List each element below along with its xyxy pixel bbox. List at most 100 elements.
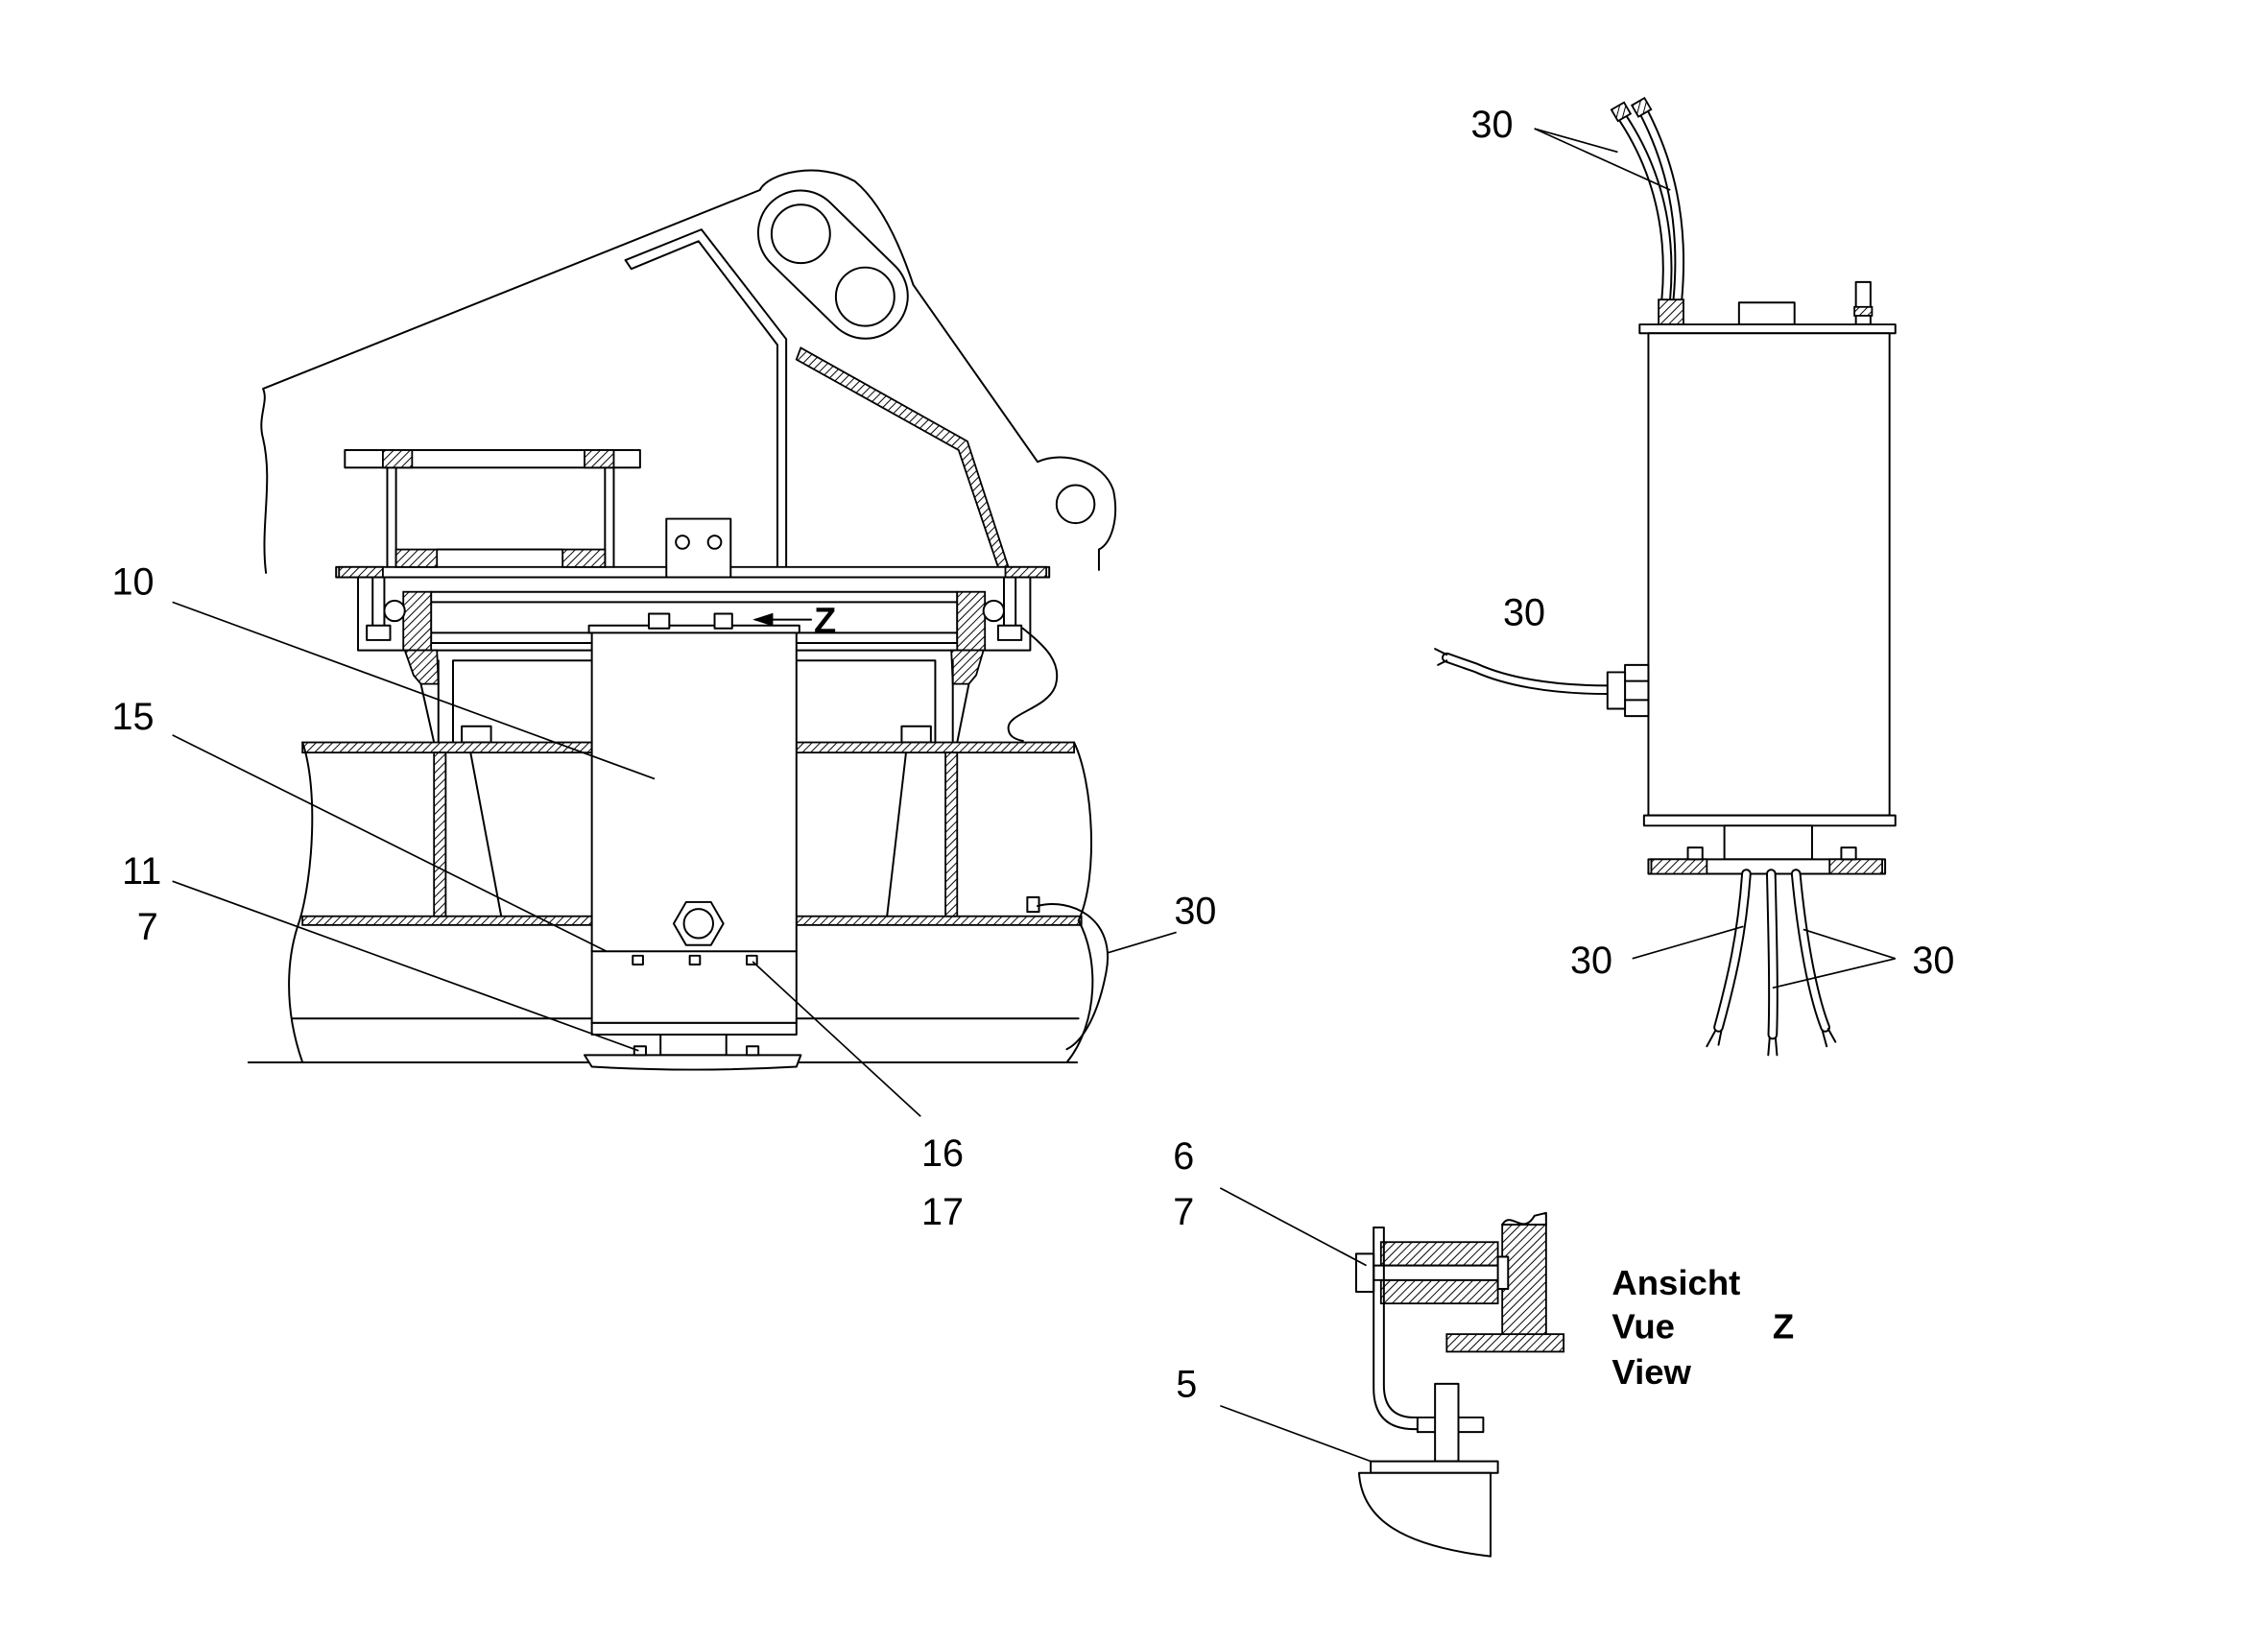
leader-bottom-right-30-a <box>1772 958 1896 989</box>
callout-6: 6 <box>1173 1135 1194 1178</box>
leader-6-7 <box>1219 1187 1367 1267</box>
rotary-joint-shaft <box>659 1034 728 1057</box>
side-top-plate <box>1638 323 1897 335</box>
frame-web-right <box>944 751 959 917</box>
bracket-bolt-left <box>675 535 690 550</box>
side-cable-wires <box>1434 648 1448 666</box>
callout-30: 30 <box>1174 890 1216 932</box>
frame-web-left <box>433 751 447 917</box>
detail-bolt-head <box>1354 1252 1375 1293</box>
callout-16: 16 <box>921 1132 964 1175</box>
top-flange <box>344 449 641 469</box>
detail-view-z: 6 7 5 Ansicht Vue Z View <box>1173 1135 1794 1558</box>
frame-mid-band-left <box>301 915 593 926</box>
side-body <box>1647 332 1891 817</box>
detail-spacer-upper <box>1379 1241 1499 1267</box>
top-screw-right <box>713 612 733 630</box>
view-title-english: View <box>1611 1352 1691 1392</box>
view-title-german: Ansicht <box>1611 1263 1740 1302</box>
top-right-fitting <box>1854 280 1872 326</box>
frame-top-band-left <box>301 741 593 754</box>
bottom-cable-wires <box>1706 1027 1837 1057</box>
side-bottom-plate <box>1642 814 1897 827</box>
side-flange-bolt-left <box>1686 846 1704 861</box>
detail-bracket-outer <box>1373 1227 1423 1431</box>
side-flange-section-left <box>1650 858 1708 875</box>
callout-5: 5 <box>1176 1364 1197 1406</box>
mounting-bracket <box>665 517 732 579</box>
box-block-right <box>561 548 607 568</box>
lower-ring-section-right <box>950 649 985 685</box>
detail-bracket-inner <box>1373 1227 1423 1418</box>
boom-eye-slot <box>756 189 909 340</box>
callout-bottom-right-30: 30 <box>1912 940 1954 982</box>
side-flange-bolt-right <box>1840 846 1857 861</box>
detail-base-plate <box>1370 1460 1499 1474</box>
hex-nut-bore <box>682 908 714 940</box>
box-block-left <box>394 548 439 568</box>
ring-side-cable <box>1007 627 1059 742</box>
superstructure-outline <box>260 169 1117 574</box>
boom-pin-hole-lower <box>834 266 895 327</box>
frame-lug-right <box>900 725 932 744</box>
leader-line-16-17 <box>752 961 921 1117</box>
frame-top-band-right <box>795 741 1075 754</box>
top-cable-a-tip <box>1610 101 1633 123</box>
top-cable-connector <box>1658 298 1684 325</box>
ring-nut-right <box>996 624 1023 641</box>
ring-section-left <box>402 590 433 652</box>
main-assembly-view: Z 10 15 11 7 30 16 17 <box>112 169 1216 1233</box>
top-center-box <box>1737 301 1796 326</box>
side-connector-gland <box>1606 671 1627 710</box>
leader-5 <box>1220 1404 1372 1463</box>
inner-bent-plate-outer <box>624 228 788 568</box>
leader-bottom-right-30-b <box>1802 928 1897 960</box>
frame-left-break-edge <box>288 741 314 1063</box>
side-shaft <box>1723 824 1813 861</box>
leader-line-10 <box>172 601 656 780</box>
hex-nut <box>672 900 725 946</box>
callout-10: 10 <box>112 561 155 604</box>
ring-nut-left <box>366 624 392 641</box>
top-right-fitting-band <box>1853 305 1874 317</box>
leader-line-15 <box>172 734 608 952</box>
cable-30-loop <box>1037 903 1109 1051</box>
detail-bolt-nut <box>1496 1255 1510 1290</box>
bracket-bolt-right <box>706 535 723 550</box>
leader-top-30-b <box>1534 128 1671 191</box>
detail-spacer-lower <box>1379 1278 1499 1305</box>
callout-left-30: 30 <box>1503 592 1545 634</box>
base-plate-section-right <box>1004 565 1048 579</box>
lower-ring-section-left <box>403 649 440 685</box>
cylinder-pin-hole <box>1055 484 1096 525</box>
frame-lug-left <box>461 725 492 744</box>
view-letter: Z <box>1773 1307 1794 1346</box>
frame-mid-band-right <box>795 915 1083 926</box>
frame-right-break-edge <box>1065 741 1094 1063</box>
top-flange-section-right <box>584 449 615 469</box>
side-connector-nut <box>1624 663 1650 718</box>
view-z-arrow-head <box>752 612 774 627</box>
leader-bottom-left-30 <box>1632 925 1744 960</box>
ring-section-right <box>956 590 987 652</box>
frame-tapered-ribs <box>469 751 907 917</box>
screw-16-center <box>688 954 702 965</box>
top-cable-b-inner <box>1640 108 1683 303</box>
detail-bolt-shaft <box>1373 1264 1504 1281</box>
diagonal-plate-section <box>795 346 1010 568</box>
rotary-joint-side-view: 30 30 30 30 <box>1434 96 1954 1057</box>
callout-bottom-left-30: 30 <box>1570 940 1612 982</box>
view-z-arrow-label: Z <box>814 601 836 641</box>
detail-housing <box>1357 1471 1492 1558</box>
rotary-joint-top-plate <box>587 624 800 634</box>
side-cable-inner <box>1443 654 1611 694</box>
screw-11-left <box>633 1045 647 1057</box>
callout-top-30: 30 <box>1471 104 1514 146</box>
detail-floor-plate <box>1445 1333 1565 1353</box>
screw-11-right <box>746 1045 760 1057</box>
screw-16-right <box>746 954 758 965</box>
top-screw-left <box>648 612 671 630</box>
screw-16-left <box>632 954 644 965</box>
top-cable-b-tip <box>1630 96 1653 118</box>
